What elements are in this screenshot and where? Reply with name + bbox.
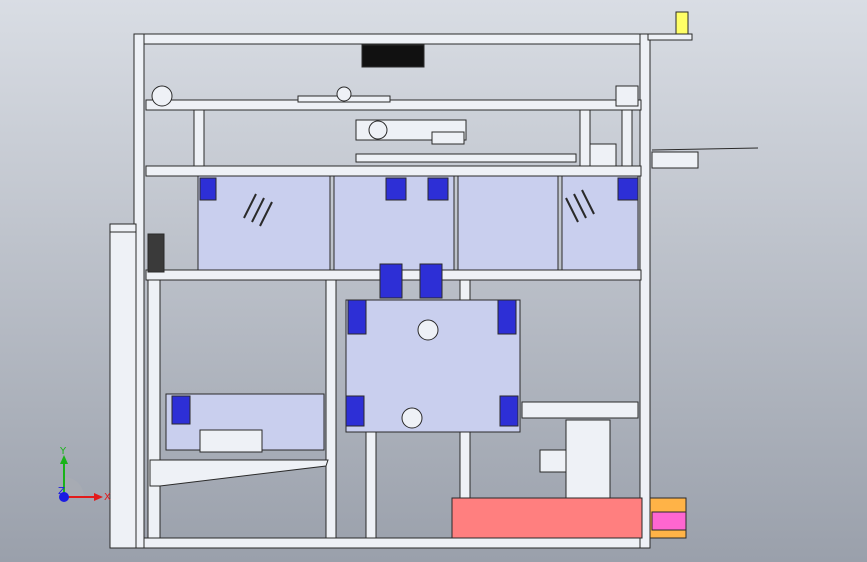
bearing-block [199,177,217,201]
bin-panel [197,175,331,271]
triad-arc [64,477,84,497]
side-extension-post [109,223,137,549]
right-carriage [565,419,611,501]
motor-coupling [651,511,687,531]
slot [243,193,257,219]
inner-post [365,429,377,539]
bearing-block [379,263,403,299]
slot [581,189,595,215]
bin-panel [457,175,559,271]
crank-arm [647,33,693,41]
bearing-block [347,299,367,335]
conveyor-belt [451,497,643,539]
coordinate-triad[interactable]: Y X Z [58,446,111,503]
slot [251,197,265,223]
inner-post [579,109,591,167]
bolt-head [401,407,423,429]
x-axis-arrowhead [94,493,103,501]
x-axis-label: X [104,492,111,503]
side-rod [651,147,759,151]
inner-post [147,279,161,539]
frame-top-beam [133,33,651,45]
slot [565,197,579,223]
rail-end-block [589,143,617,167]
crank-handle [675,11,689,35]
y-axis-label: Y [59,446,67,457]
bearing-blocks [171,177,639,427]
frame-upper-rail [145,99,642,111]
bearing-block [419,263,443,299]
inner-post [193,109,205,167]
roller [151,85,173,107]
label-plate [361,44,425,68]
inner-post [621,109,633,167]
right-shaft-housing [521,401,639,419]
slide-wheel [336,86,352,102]
y-axis-arrowhead [60,455,68,464]
bearing-block [171,395,191,425]
support-clamp [199,429,263,453]
slot [259,201,273,227]
frame-bottom-beam [133,537,651,549]
bearing-block [345,395,365,427]
slot-marks [243,189,595,227]
z-axis-label: Z [58,486,65,497]
bearing-block [385,177,407,201]
bearing-block [497,299,517,335]
upper-bracket [615,85,639,107]
bearing-block [427,177,449,201]
gripper-rail [355,153,577,163]
gripper-head [431,131,465,145]
inner-post [325,279,337,539]
slot [573,193,587,219]
side-panel [147,233,165,273]
lower-chassis [345,299,521,433]
bearing-block [499,395,519,427]
machine-assembly [109,11,759,549]
z-axis-dot [59,492,69,502]
gripper-pivot [368,120,388,140]
side-clamp [651,151,699,169]
right-motor-mount [539,449,567,473]
bearing-block [617,177,639,201]
frame-mid-rail [145,165,642,177]
support-gusset [149,459,329,487]
side-extension-cap [109,223,137,233]
bolt-head [417,319,439,341]
frame-right-post [639,33,651,549]
middle-panels [165,175,639,451]
